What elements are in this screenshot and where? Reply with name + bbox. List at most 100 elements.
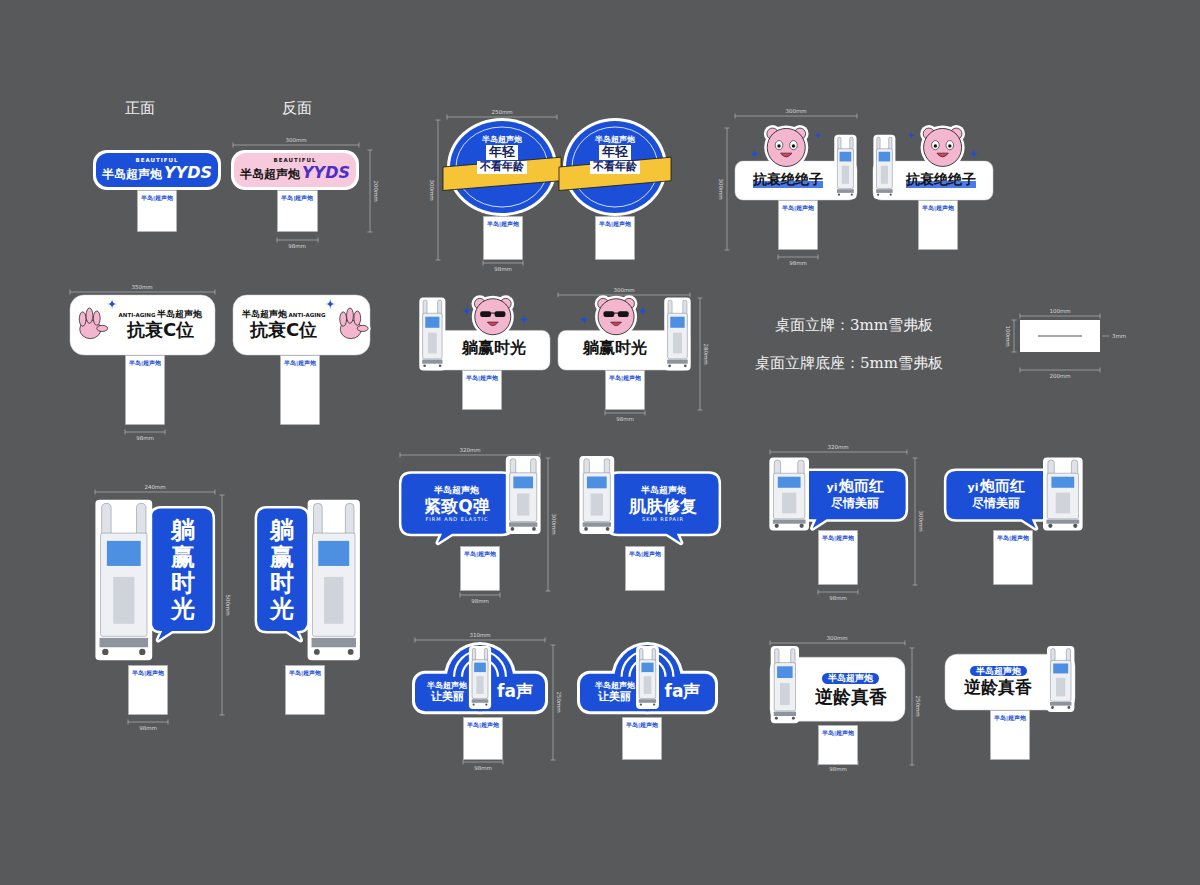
sign-board: 半岛超声炮逆龄真香 <box>945 648 1075 710</box>
device-illustration <box>771 646 799 723</box>
hand-part <box>86 308 93 323</box>
sign-text: 让美丽 <box>431 691 464 704</box>
text-area: 半岛超声炮年轻不看年龄 <box>447 118 557 216</box>
device-wheel <box>775 717 778 720</box>
head-eye <box>775 141 783 150</box>
dimension-tick <box>220 495 225 496</box>
base-face <box>138 191 177 232</box>
base-face <box>623 718 662 760</box>
board-shape <box>463 371 502 410</box>
device-base <box>472 699 489 703</box>
sign-board: BEAUTIFUL半岛超声炮YYDS <box>231 150 359 190</box>
sparkle-star <box>579 315 589 325</box>
text-block: 半岛|超声炮 <box>466 375 498 381</box>
board-shape <box>735 125 857 200</box>
sign-text: YYDS <box>302 164 350 182</box>
dimension-line <box>222 495 223 715</box>
text-area: 半岛超声炮让美丽fa声 <box>415 645 545 717</box>
sign-board: 躺赢时光 <box>255 495 360 665</box>
dimension-label: 250mm <box>491 109 512 115</box>
board-shape <box>819 531 858 585</box>
brand-logo: 半岛|超声炮 <box>822 730 854 736</box>
text-block: 半岛|超声炮 <box>994 715 1026 721</box>
dimension-line <box>727 128 728 250</box>
sign-text: 半岛超声炮 <box>157 309 202 319</box>
dimension-label: 240mm <box>144 484 165 490</box>
text-block: 半岛|超声炮 <box>599 221 631 227</box>
text-row: SKIN REPAIR <box>642 517 684 523</box>
base-face <box>464 718 503 760</box>
text-group: 半岛|超声炮 <box>141 195 173 201</box>
text-row: 半岛|超声炮 <box>132 670 164 676</box>
text-row: 半岛|超声炮 <box>994 715 1026 721</box>
badge-ribbon <box>559 157 671 190</box>
dimension-line <box>558 295 690 296</box>
text-area: 半岛|超声炮 <box>280 355 320 425</box>
head-mouth <box>487 322 498 326</box>
text-row: 半岛超声炮 <box>641 485 686 495</box>
brand-logo: 半岛|超声炮 <box>997 535 1029 541</box>
text-group: 半岛超声炮ANTI-AGING抗衰C位 <box>242 309 326 341</box>
brand-logo: 半岛|超声炮 <box>487 221 519 227</box>
badge-ribbon <box>443 157 561 190</box>
dimension-tick <box>503 760 504 765</box>
sign-board: 抗衰绝绝子 <box>873 128 993 200</box>
dimension-line <box>553 645 554 760</box>
speech-bubble <box>257 509 307 640</box>
sparkle-star <box>462 306 472 316</box>
text-row: 半岛|超声炮 <box>129 360 161 366</box>
sparkle-star <box>907 131 915 139</box>
text-area: BEAUTIFUL半岛超声炮YYDS <box>93 150 221 190</box>
brand-logo: 半岛|超声炮 <box>994 715 1026 721</box>
sign-text: fa声 <box>665 682 701 702</box>
dimension-tick <box>415 638 416 643</box>
head-pupil <box>792 144 795 147</box>
dimension-tick <box>690 293 691 298</box>
base-face <box>819 531 858 585</box>
board-shape <box>464 718 503 760</box>
material-note: 桌面立牌：3mm雪弗板 <box>775 317 933 334</box>
text-group: 半岛超声炮逆龄真香 <box>964 666 1032 698</box>
sign-board-outline <box>420 298 550 370</box>
text-group: yi炮而红尽情美丽 <box>827 478 885 510</box>
device-wheel <box>485 703 487 705</box>
text-group: 半岛|超声炮 <box>822 730 854 736</box>
dimension-label: 98mm <box>616 416 634 422</box>
device-wheel <box>102 649 108 655</box>
head-outline <box>921 125 965 169</box>
device-base <box>876 189 893 193</box>
device-illustration <box>579 456 614 534</box>
speech-bubble <box>151 509 212 640</box>
dimension-label: 300mm <box>785 108 806 114</box>
dimension-label: 300mm <box>429 179 435 200</box>
device-panel <box>780 683 790 705</box>
panel-slot <box>1038 336 1082 337</box>
sign-text: fa声 <box>497 682 533 702</box>
base-face <box>991 711 1030 760</box>
text-group: 半岛|超声炮 <box>782 205 814 211</box>
text-area: 半岛|超声炮 <box>137 190 177 232</box>
sparkle-star <box>637 306 647 316</box>
device-panel <box>881 166 888 184</box>
sign-text: 半岛超声炮 <box>102 168 162 182</box>
text-row: 尽情美丽 <box>831 497 879 511</box>
device-screen <box>879 152 891 162</box>
dimension-label: 250mm <box>915 695 921 716</box>
text-block: 半岛超声炮让美丽fa声 <box>595 681 701 704</box>
text-group: 躺赢时光 <box>270 517 294 623</box>
cartoon-hand <box>77 306 110 342</box>
device-screen <box>641 663 653 672</box>
base-stand: 半岛|超声炮 <box>818 530 858 585</box>
device-wheel <box>606 527 610 531</box>
sign-text: 抗衰绝绝子 <box>753 171 823 187</box>
text-area: yi炮而红尽情美丽 <box>770 458 907 530</box>
dimension-line <box>770 643 905 644</box>
text-row: 半岛|超声炮 <box>466 375 498 381</box>
dimension-line <box>95 492 215 493</box>
sign-board-outline <box>558 298 690 370</box>
dimension-tick <box>558 293 559 298</box>
brand-logo: 半岛|超声炮 <box>281 195 313 201</box>
sign-text: 躺赢时光 <box>270 517 294 623</box>
head-glasses <box>618 311 629 317</box>
text-row: 半岛|超声炮 <box>467 722 499 728</box>
